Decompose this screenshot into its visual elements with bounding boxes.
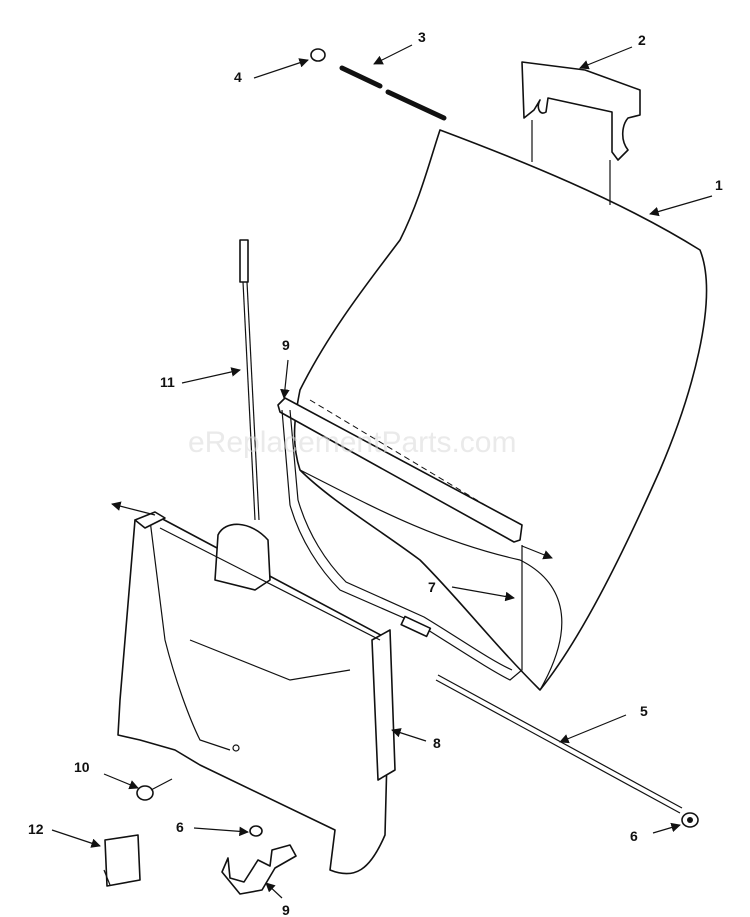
long-rod	[435, 674, 683, 814]
leader-lines	[51, 44, 713, 899]
callout-12: 12	[28, 821, 44, 837]
pin-rods	[339, 65, 447, 121]
callout-11: 11	[160, 374, 175, 390]
callout-7: 7	[428, 579, 436, 595]
callout-9-lower: 9	[282, 902, 290, 917]
watermark: eReplacementParts.com	[188, 426, 516, 459]
bag-frame	[277, 397, 523, 681]
bolt	[136, 744, 240, 801]
callout-9-top: 9	[282, 337, 290, 353]
callout-6-right: 6	[630, 828, 638, 844]
lower-frame	[117, 511, 396, 875]
callout-3: 3	[418, 29, 426, 45]
nut-right	[681, 812, 699, 828]
nut-top	[310, 48, 326, 62]
callout-6-lower: 6	[176, 819, 184, 835]
grass-bag	[293, 129, 708, 691]
callout-10: 10	[74, 759, 90, 775]
callout-2: 2	[638, 32, 646, 48]
callout-5: 5	[640, 703, 648, 719]
callout-8: 8	[433, 735, 441, 751]
handle-rod	[239, 239, 260, 521]
clip-bracket	[221, 844, 297, 895]
callout-4: 4	[234, 69, 242, 85]
warning-label	[103, 834, 141, 887]
callout-1: 1	[715, 177, 723, 193]
nut-lower	[249, 825, 263, 837]
mounting-bracket	[521, 61, 641, 205]
